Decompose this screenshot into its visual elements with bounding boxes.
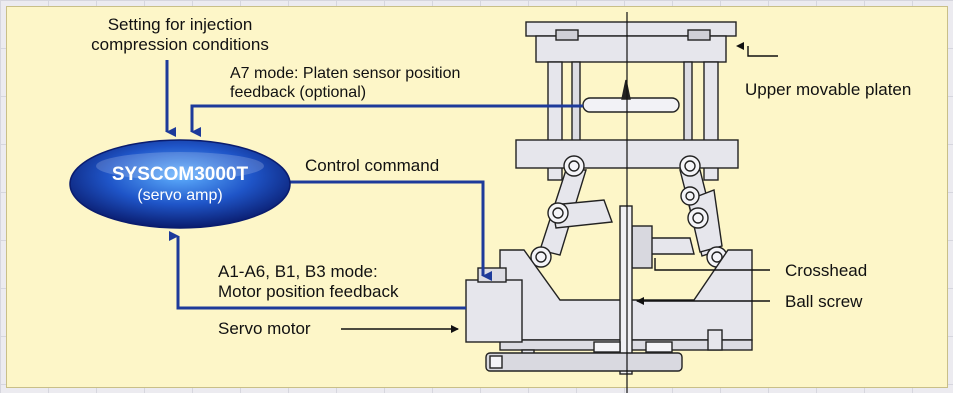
arrow-control-command bbox=[290, 180, 492, 281]
arrow-a7-feedback bbox=[190, 104, 583, 137]
platen-sensor bbox=[582, 97, 680, 113]
ball-screw-label: Ball screw bbox=[785, 292, 863, 311]
motor-feedback-line2: Motor position feedback bbox=[218, 282, 399, 301]
motor-feedback-label: A1-A6, B1, B3 mode: Motor position feedb… bbox=[218, 262, 399, 302]
servo-amp-subtitle: (servo amp) bbox=[137, 187, 223, 204]
arrow-motor-feedback bbox=[169, 231, 466, 310]
crosshead-label: Crosshead bbox=[785, 261, 868, 280]
motor-feedback-line1: A1-A6, B1, B3 mode: bbox=[218, 262, 378, 281]
leader-upper-platen bbox=[747, 46, 778, 57]
servo-motor bbox=[465, 279, 523, 343]
setting-label-line2: compression conditions bbox=[91, 35, 269, 54]
servo-amp-label: SYSCOM3000T (servo amp) bbox=[80, 164, 280, 205]
crosshead bbox=[631, 225, 653, 269]
servo-amp-title: SYSCOM3000T bbox=[111, 164, 249, 185]
servo-amp-ellipse bbox=[69, 139, 291, 229]
upper-platen-label: Upper movable platen bbox=[745, 80, 912, 99]
press-machine bbox=[465, 21, 753, 375]
a7-mode-line2: feedback (optional) bbox=[230, 84, 367, 101]
servo-motor-label: Servo motor bbox=[218, 319, 311, 338]
control-command-label: Control command bbox=[305, 156, 440, 175]
leader-crosshead bbox=[654, 258, 770, 271]
setting-label: Setting for injection compression condit… bbox=[40, 15, 320, 55]
setting-label-line1: Setting for injection bbox=[107, 15, 253, 34]
belt-drive bbox=[485, 352, 683, 372]
ball-screw bbox=[619, 205, 633, 375]
a7-mode-line1: A7 mode: Platen sensor position bbox=[230, 65, 461, 82]
a7-mode-label: A7 mode: Platen sensor position feedback… bbox=[230, 64, 460, 102]
